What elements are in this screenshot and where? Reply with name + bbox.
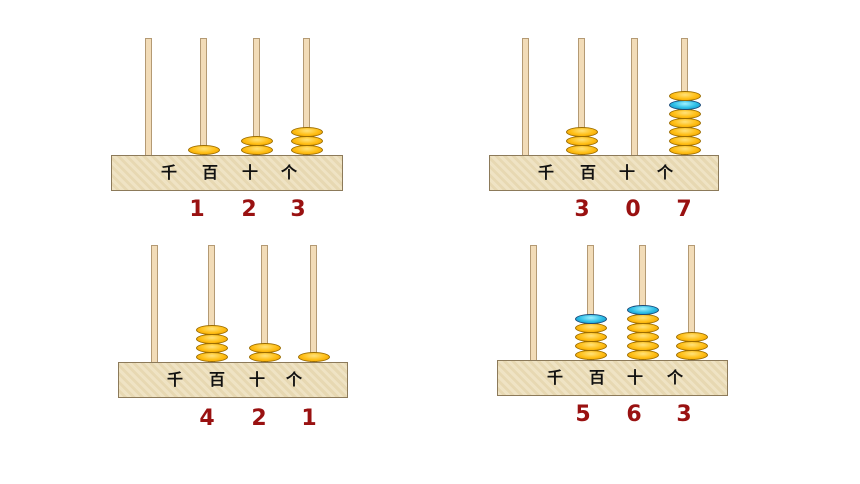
bead [574,350,607,360]
bead [574,323,607,333]
bead [668,118,701,128]
rod-thousands [151,245,158,364]
bead [248,352,281,362]
bead [668,100,701,110]
bead [290,145,323,155]
digit-label: 2 [241,197,257,222]
place-label-tens: 十 [241,163,258,182]
place-label-thousands: 千 [537,163,554,182]
bead [195,352,228,362]
bead [565,127,598,137]
place-label-tens: 十 [618,163,635,182]
rod-tens [631,38,638,157]
digit-label: 7 [676,197,692,222]
digit-label: 0 [625,197,641,222]
place-label-tens: 十 [248,370,265,389]
bead [675,350,708,360]
bead [187,145,220,155]
bead [675,341,708,351]
place-label-hundreds: 百 [588,368,605,387]
bead [626,314,659,324]
bead [195,325,228,335]
bead [626,323,659,333]
abacus-base: 千百十个 [111,155,343,191]
bead [574,332,607,342]
bead [668,109,701,119]
digit-label: 1 [189,197,205,222]
place-label-ones: 个 [666,368,683,387]
place-label-hundreds: 百 [579,163,596,182]
place-label-hundreds: 百 [201,163,218,182]
bead [297,352,330,362]
digit-label: 5 [575,402,591,427]
place-label-thousands: 千 [546,368,563,387]
rod-hundreds [200,38,207,157]
abacus-base: 千百十个 [118,362,348,398]
place-label-tens: 十 [626,368,643,387]
bead [248,343,281,353]
digit-label: 2 [251,406,267,431]
digit-label: 3 [574,197,590,222]
place-label-ones: 个 [656,163,673,182]
bead [290,127,323,137]
bead [574,341,607,351]
bead [574,314,607,324]
digit-label: 3 [676,402,692,427]
place-label-hundreds: 百 [208,370,225,389]
bead [668,136,701,146]
bead [565,136,598,146]
bead [668,145,701,155]
bead [675,332,708,342]
place-label-ones: 个 [280,163,297,182]
bead [240,136,273,146]
bead [195,334,228,344]
bead [290,136,323,146]
bead [565,145,598,155]
abacus-base: 千百十个 [497,360,728,396]
bead [240,145,273,155]
bead [668,91,701,101]
digit-label: 6 [626,402,642,427]
place-label-thousands: 千 [160,163,177,182]
place-label-ones: 个 [285,370,302,389]
bead [626,305,659,315]
place-label-thousands: 千 [166,370,183,389]
bead [195,343,228,353]
abacus-base: 千百十个 [489,155,719,191]
rod-thousands [522,38,529,157]
rod-thousands [145,38,152,157]
digit-label: 1 [301,406,317,431]
rod-thousands [530,245,537,362]
bead [626,350,659,360]
bead [668,127,701,137]
rod-ones [310,245,317,364]
bead [626,332,659,342]
digit-label: 4 [199,406,215,431]
digit-label: 3 [290,197,306,222]
bead [626,341,659,351]
